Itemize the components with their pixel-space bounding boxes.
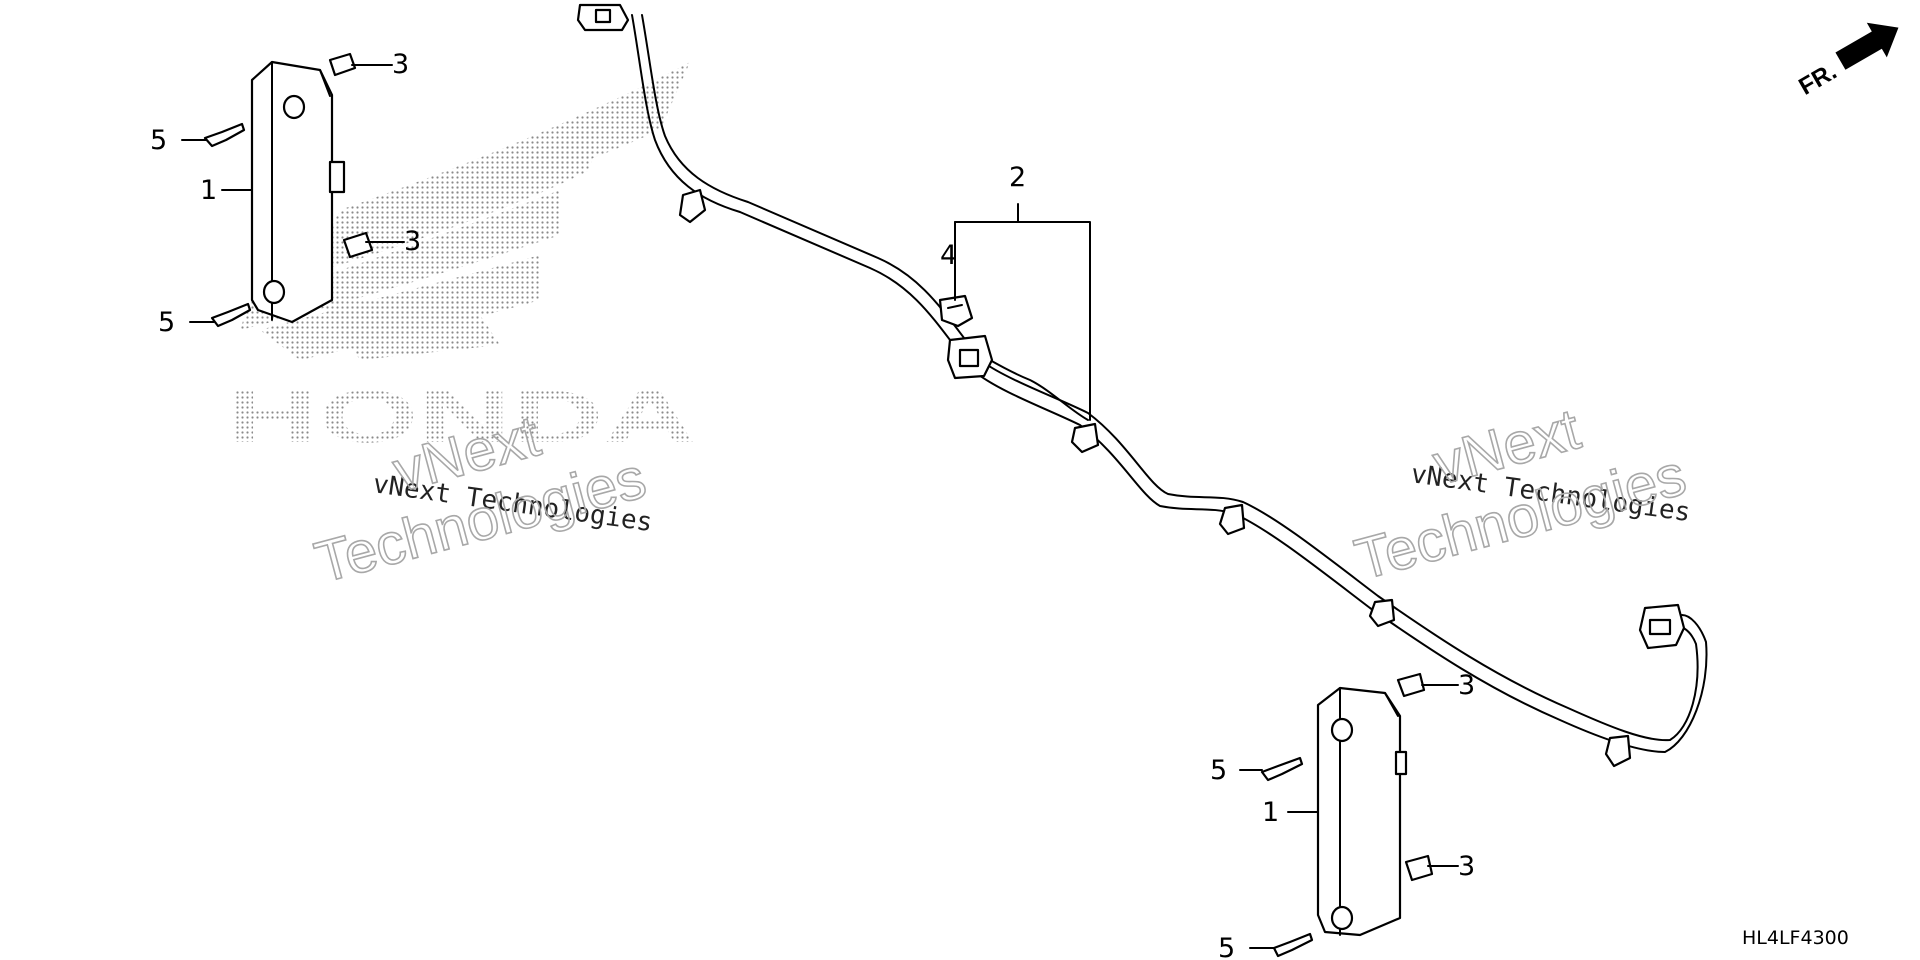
watermark-right: vNext Technologies vNext Technologies [1348,396,1693,594]
wire-harness [576,3,1708,768]
callout-1-top: 1 [200,175,217,206]
front-direction-arrow-icon [1835,22,1899,70]
fr-label: FR. [1794,58,1841,101]
callout-5-bottom-a: 5 [1210,755,1227,786]
clip-part-4 [938,294,974,328]
reflector-bottom-right [1316,686,1408,937]
callout-1-bottom: 1 [1262,797,1279,828]
screws-part-5 [203,122,1314,958]
callout-3-top-a: 3 [392,49,409,80]
callout-5-top-a: 5 [150,125,167,156]
reflector-top-left [250,60,346,324]
callout-5-top-b: 5 [158,307,175,338]
front-direction-indicator: FR. [1794,22,1899,101]
callout-3-bottom-b: 3 [1458,851,1475,882]
leader-lines [181,64,1459,949]
nuts-part-3 [328,52,1434,882]
callout-3-bottom-a: 3 [1458,670,1475,701]
callout-4: 4 [940,240,957,271]
diagram-code: HL4LF4300 [1742,927,1849,949]
callout-3-top-b: 3 [404,226,421,257]
callout-5-bottom-b: 5 [1218,933,1235,960]
callouts: 1 1 2 3 3 3 3 4 5 5 5 5 [150,49,1475,960]
callout-2: 2 [1009,162,1026,193]
honda-logo-text: HONDA [226,375,696,458]
